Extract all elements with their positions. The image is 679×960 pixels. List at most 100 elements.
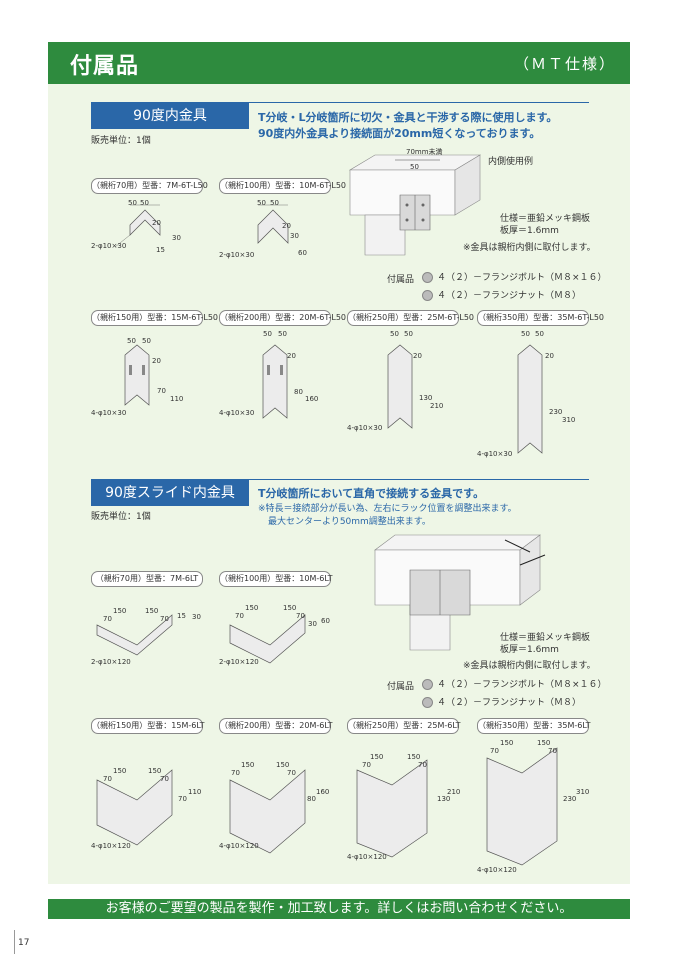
s1-part4-drawing <box>262 344 288 419</box>
section2-usage-illustration <box>374 534 546 651</box>
section1-acc1: ４（２）－フランジボルト（Ｍ８×１６） <box>422 270 607 283</box>
s2-part6-drawing <box>486 747 558 866</box>
s1-part6-dim-e: 310 <box>562 416 576 424</box>
section2-acc2: ４（２）－フランジナット（Ｍ８） <box>422 695 581 708</box>
s1-part1-hole: 2-φ10×30 <box>91 242 127 250</box>
s2-part3-dim-b: 150 <box>148 767 162 775</box>
s2-part6-dim-f: 310 <box>576 788 590 796</box>
s1-part1-dim-e: 15 <box>156 246 165 254</box>
s1-part4-dim-e: 160 <box>305 395 319 403</box>
s2-part3-dim-c: 70 <box>103 775 112 783</box>
s1-part2-dim-c: 20 <box>282 222 291 230</box>
s2-part4-drawing <box>229 769 306 854</box>
section1-usage-illustration <box>348 154 482 256</box>
s2-part2-dim-b: 150 <box>283 604 297 612</box>
s2-part2-hole: 2-φ10×120 <box>219 658 259 666</box>
s2-part3-dim-f: 110 <box>188 788 202 796</box>
s2-part1-dim-c: 70 <box>103 615 112 623</box>
s1-part2-hole: 2-φ10×30 <box>219 251 255 259</box>
s2-part4-dim-e: 80 <box>307 795 316 803</box>
s1-part2-dim-a: 50 <box>257 199 266 207</box>
s2-part1-drawing <box>96 614 173 656</box>
s2-part6-dim-e: 230 <box>563 795 577 803</box>
s2-part2-dim-e: 30 <box>308 620 317 628</box>
s2-part4-dim-b: 150 <box>276 761 290 769</box>
s2-part5-dim-b: 150 <box>407 753 421 761</box>
page-subtitle: （ＭＴ仕様） <box>513 55 616 73</box>
section2-acc-label: 付属品 <box>387 682 415 692</box>
s2-part5-hole: 4-φ10×120 <box>347 853 387 861</box>
s2-part4-dim-f: 160 <box>316 788 330 796</box>
section1-acc1-text: ４（２）－フランジボルト（Ｍ８×１６） <box>437 273 607 283</box>
s1-part5-dim-e: 210 <box>430 402 444 410</box>
s1-part4-hole: 4-φ10×30 <box>219 409 255 417</box>
s1-part4-dim-a: 50 <box>263 330 272 338</box>
section1-spec2: 板厚＝1.6mm <box>500 226 559 236</box>
section2-spec1: 仕様＝亜鉛メッキ鋼板 <box>500 633 591 643</box>
s1-part2-dim-d: 30 <box>290 232 299 240</box>
s1-part4-label: （親桁200用）型番：20M-6T-L50 <box>219 310 346 326</box>
s2-part4-dim-d: 70 <box>287 769 296 777</box>
s2-part4-hole: 4-φ10×120 <box>219 842 259 850</box>
section1-spec1: 仕様＝亜鉛メッキ鋼板 <box>500 214 591 224</box>
section2-rule <box>91 479 589 480</box>
page-number-divider <box>14 930 15 954</box>
s1-part4-dim-b: 50 <box>278 330 287 338</box>
s1-part2-dim-b: 50 <box>270 199 279 207</box>
s2-part1-dim-a: 150 <box>113 607 127 615</box>
bolt-icon <box>422 679 433 690</box>
s2-part3-dim-d: 70 <box>160 775 169 783</box>
s2-part4-label: （親桁200用）型番：20M-6LT <box>219 718 333 734</box>
section1-desc2: 90度内外金具より接続面が20mm短くなっております。 <box>258 127 541 140</box>
s1-part5-label: （親桁250用）型番：25M-6T-L50 <box>347 310 474 326</box>
s1-part3-hole: 4-φ10×30 <box>91 409 127 417</box>
s1-part6-label: （親桁350用）型番：35M-6T-L50 <box>477 310 604 326</box>
s2-part5-dim-c: 70 <box>362 761 371 769</box>
s2-part3-dim-a: 150 <box>113 767 127 775</box>
bolt-icon <box>422 272 433 283</box>
s1-part5-dim-a: 50 <box>390 330 399 338</box>
s2-part6-dim-a: 150 <box>500 739 514 747</box>
s1-part6-dim-b: 50 <box>535 330 544 338</box>
s1-part6-dim-a: 50 <box>521 330 530 338</box>
s2-part5-label: （親桁250用）型番：25M-6LT <box>347 718 461 734</box>
section1-acc-label: 付属品 <box>387 275 415 285</box>
section1-unit: 販売単位：1個 <box>91 136 151 146</box>
s1-part1-dim-d: 30 <box>172 234 181 242</box>
section2-unit: 販売単位：1個 <box>91 512 151 522</box>
section2-note2: 最大センターより50mm調整出来ます。 <box>268 517 431 527</box>
s2-part4-dim-a: 150 <box>241 761 255 769</box>
section2-note: ※金具は親桁内側に取付します。 <box>463 661 596 671</box>
footer-banner: お客様のご要望の製品を製作・加工致します。詳しくはお問い合わせください。 <box>48 899 630 919</box>
s1-part2-label: （親桁100用）型番：10M-6T-L50 <box>219 178 346 194</box>
s1-part3-dim-b: 50 <box>142 337 151 345</box>
s1-part5-hole: 4-φ10×30 <box>347 424 383 432</box>
s1-part6-dim-c: 20 <box>545 352 554 360</box>
section2-spec2: 板厚＝1.6mm <box>500 645 559 655</box>
nut-icon <box>422 290 433 301</box>
s1-part3-dim-a: 50 <box>127 337 136 345</box>
s1-part3-dim-d: 70 <box>157 387 166 395</box>
s2-part1-dim-d: 70 <box>160 615 169 623</box>
s2-part6-label: （親桁350用）型番：35M-6LT <box>477 718 591 734</box>
section1-desc1: T分岐・L分岐箇所に切欠・金具と干渉する際に使用します。 <box>258 111 558 124</box>
s1-part2-drawing <box>257 204 289 244</box>
section2-title: 90度スライド内金具 <box>91 480 249 506</box>
s2-part5-dim-a: 150 <box>370 753 384 761</box>
s2-part5-dim-f: 210 <box>447 788 461 796</box>
s2-part5-dim-d: 70 <box>418 761 427 769</box>
s1-part6-hole: 4-φ10×30 <box>477 450 513 458</box>
page-number: 17 <box>18 938 30 948</box>
section2-acc1-text: ４（２）－フランジボルト（Ｍ８×１６） <box>437 680 607 690</box>
s1-part6-drawing <box>517 344 543 454</box>
s2-part1-dim-e: 15 <box>177 612 186 620</box>
s2-part3-label: （親桁150用）型番：15M-6LT <box>91 718 205 734</box>
s2-part3-hole: 4-φ10×120 <box>91 842 131 850</box>
s1-part1-dim-b: 50 <box>140 199 149 207</box>
s2-part6-dim-c: 70 <box>490 747 499 755</box>
s2-part6-hole: 4-φ10×120 <box>477 866 517 874</box>
section1-acc2-text: ４（２）－フランジナット（Ｍ８） <box>437 291 582 301</box>
s1-part5-drawing <box>387 344 413 429</box>
page-title: 付属品 <box>70 54 140 79</box>
s1-part3-label: （親桁150用）型番：15M-6T-L50 <box>91 310 218 326</box>
